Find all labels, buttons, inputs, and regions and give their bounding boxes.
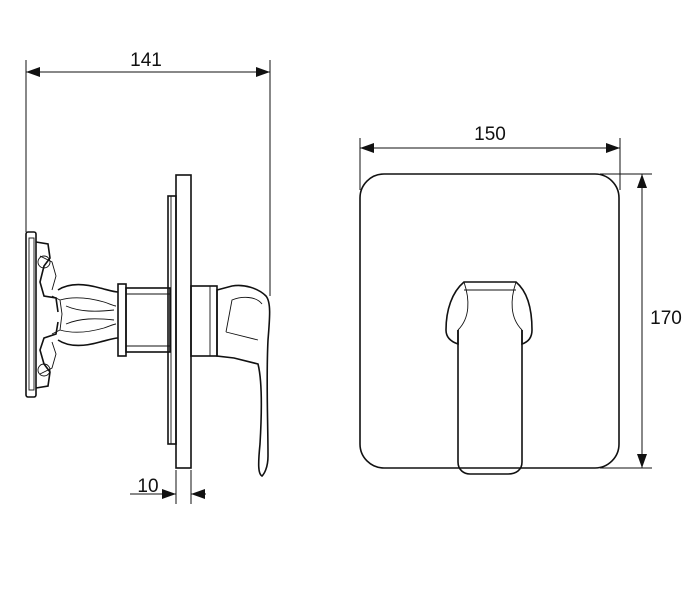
lever-handle-side [216, 284, 271, 477]
dim-front-width-label: 150 [474, 124, 506, 145]
front-cover-plate [359, 173, 620, 469]
front-view [359, 173, 620, 475]
cartridge-sleeve [117, 283, 171, 357]
dim-side-depth-label: 141 [130, 50, 162, 71]
cover-plate [167, 174, 192, 469]
dim-front-width: 150 [359, 124, 621, 190]
lever-handle-front [445, 281, 533, 475]
side-view [25, 174, 271, 477]
mounting-body [25, 231, 119, 398]
handle-collar [190, 285, 218, 357]
dim-front-height: 170 [600, 173, 682, 469]
dim-front-height-label: 170 [650, 308, 682, 329]
dim-plate-thickness: 10 [130, 470, 206, 504]
dim-plate-thickness-label: 10 [137, 476, 158, 497]
dim-side-depth: 141 [25, 50, 271, 296]
